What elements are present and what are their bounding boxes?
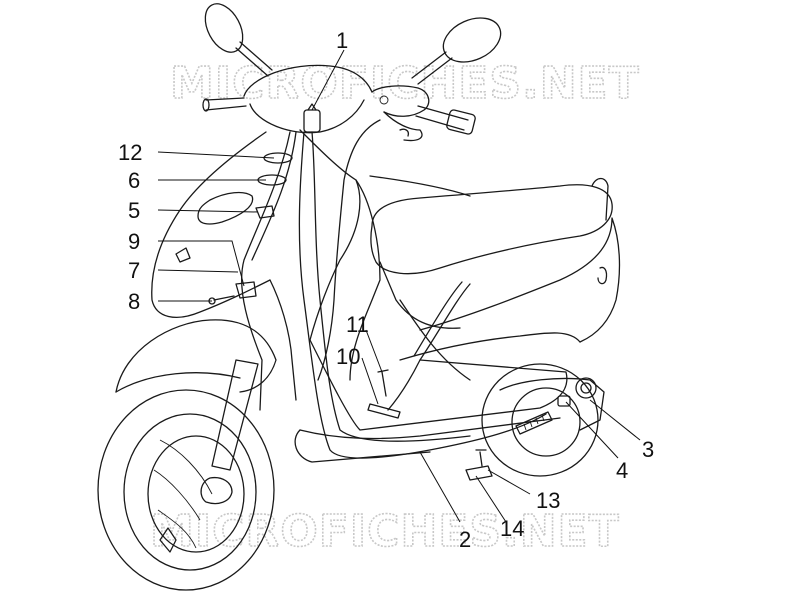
- callout-labels: 1 2 3 4 5 6 7 8 9 10 11 12 13 14: [118, 28, 654, 552]
- callout-5: 5: [128, 198, 140, 223]
- left-mirror: [204, 3, 273, 77]
- front-shield: [151, 129, 361, 401]
- rear-body: [399, 217, 621, 381]
- callout-1: 1: [336, 28, 348, 53]
- right-mirror: [411, 17, 502, 85]
- seat: [370, 177, 613, 329]
- callout-12: 12: [118, 140, 142, 165]
- scooter-drawing: [97, 3, 621, 591]
- cables: [241, 119, 547, 459]
- callout-7: 7: [128, 258, 140, 283]
- callout-2: 2: [459, 527, 471, 552]
- rear-wheel: [481, 363, 605, 477]
- handlebar: [202, 64, 476, 142]
- callout-6: 6: [128, 168, 140, 193]
- leader-lines: [157, 49, 641, 523]
- callout-8: 8: [128, 289, 140, 314]
- watermark-top: MICROFICHES.NET: [170, 58, 640, 109]
- front-fender: [115, 319, 277, 505]
- callout-9: 9: [128, 229, 140, 254]
- callout-10: 10: [336, 344, 360, 369]
- callout-14: 14: [500, 516, 524, 541]
- front-wheel: [97, 389, 275, 591]
- callout-4: 4: [616, 458, 628, 483]
- callout-3: 3: [642, 437, 654, 462]
- body-floorboard: [294, 175, 568, 463]
- callout-13: 13: [536, 488, 560, 513]
- watermark-bottom: MICROFICHES.NET: [150, 506, 620, 557]
- hardware-parts: [208, 103, 571, 481]
- callout-11: 11: [346, 312, 369, 337]
